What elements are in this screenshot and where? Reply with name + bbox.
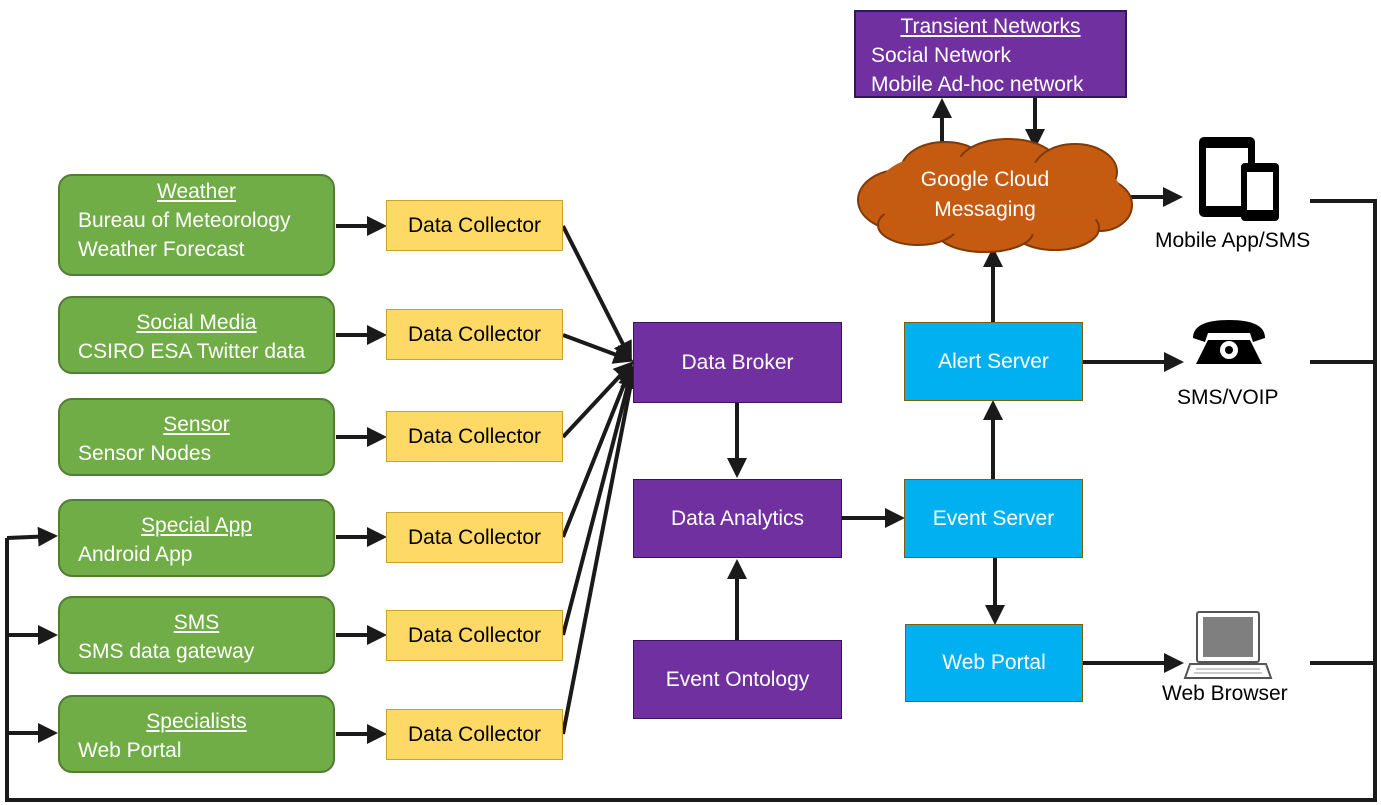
telephone-icon xyxy=(1193,320,1265,364)
source-title: SMS xyxy=(173,611,220,634)
data-collector-5: Data Collector xyxy=(386,610,563,661)
source-sensor: Sensor Sensor Nodes xyxy=(58,398,335,476)
cloud-line: Messaging xyxy=(934,198,1036,221)
source-line: Web Portal xyxy=(78,739,182,762)
arrow-collector-broker xyxy=(561,225,632,362)
source-specialists: Specialists Web Portal xyxy=(58,695,335,773)
data-broker: Data Broker xyxy=(633,322,842,403)
google-cloud-messaging: Google Cloud Messaging xyxy=(880,165,1090,225)
transient-line: Mobile Ad-hoc network xyxy=(871,73,1084,96)
source-line: Sensor Nodes xyxy=(78,442,212,465)
source-line: Bureau of Meteorology xyxy=(78,209,291,232)
arrow-collector-broker xyxy=(561,366,638,636)
source-title: Special App xyxy=(141,514,252,537)
source-sms: SMS SMS data gateway xyxy=(58,596,335,674)
event-server: Event Server xyxy=(904,479,1083,558)
source-title: Weather xyxy=(157,180,236,203)
data-analytics: Data Analytics xyxy=(633,479,842,558)
data-collector-4: Data Collector xyxy=(386,512,563,563)
source-title: Specialists xyxy=(146,710,247,733)
arrow-collector-broker xyxy=(562,333,634,364)
source-line: SMS data gateway xyxy=(78,640,255,663)
data-collector-3: Data Collector xyxy=(386,411,563,462)
source-special-app: Special App Android App xyxy=(58,499,335,577)
laptop-icon xyxy=(1183,611,1273,679)
source-title: Sensor xyxy=(163,413,230,436)
cloud-line: Google Cloud xyxy=(920,168,1050,191)
arrow-collector-broker xyxy=(561,369,640,735)
data-collector-2: Data Collector xyxy=(386,309,563,360)
feedback-loop-line xyxy=(5,199,1377,802)
event-ontology: Event Ontology xyxy=(633,640,842,719)
sms-voip-label: SMS/VOIP xyxy=(1177,386,1279,409)
transient-title: Transient Networks xyxy=(900,15,1081,38)
web-browser-label: Web Browser xyxy=(1162,682,1288,705)
source-line: CSIRO ESA Twitter data xyxy=(78,340,306,363)
source-line: Android App xyxy=(78,543,193,566)
transient-line: Social Network xyxy=(871,44,1012,67)
source-social-media: Social Media CSIRO ESA Twitter data xyxy=(58,296,335,374)
source-line: Weather Forecast xyxy=(78,238,245,261)
data-collector-1: Data Collector xyxy=(386,200,563,251)
alert-server: Alert Server xyxy=(904,322,1083,401)
source-title: Social Media xyxy=(136,311,257,334)
web-portal-server: Web Portal xyxy=(905,624,1083,702)
arrow-feedback-specialapp xyxy=(6,526,58,547)
mobile-tablet-icon xyxy=(1199,137,1279,221)
arrow-collector-broker xyxy=(561,363,635,538)
transient-networks: Transient Networks Social Network Mobile… xyxy=(854,10,1127,98)
data-collector-6: Data Collector xyxy=(386,709,563,760)
mobile-app-label: Mobile App/SMS xyxy=(1155,229,1311,252)
source-weather: Weather Bureau of Meteorology Weather Fo… xyxy=(58,174,335,276)
